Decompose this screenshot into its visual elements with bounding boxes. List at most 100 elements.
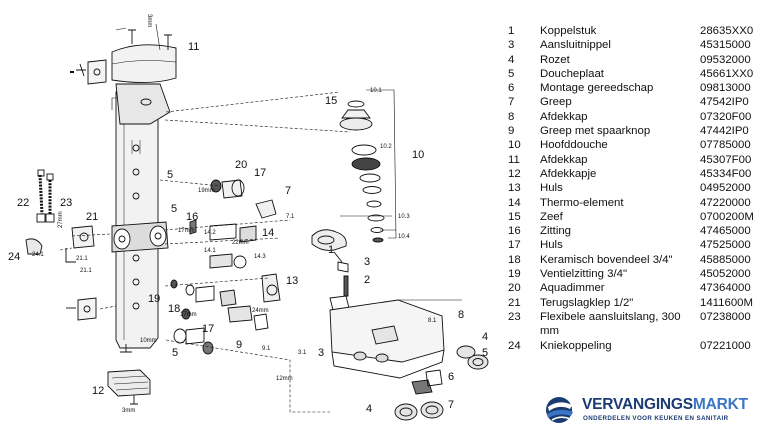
- callout-10-4: 10.4: [398, 234, 410, 240]
- logo-wordmark: VERVANGINGSMARKT: [582, 396, 748, 414]
- part-name: Thermo-element: [540, 196, 624, 209]
- part-name: Greep: [540, 96, 572, 109]
- callout-10-3: 10.3: [398, 214, 410, 220]
- callout-12: 12: [92, 385, 104, 397]
- part-11-cover: [115, 23, 172, 51]
- callout-14: 14: [262, 227, 274, 239]
- exploded-view-diagram: 11 15 10.1 10.2 10 10.3 10.4 20 17 7 7.1…: [8, 14, 489, 421]
- parts-list-row: 7 Greep 47542IP0: [508, 95, 758, 109]
- callout-24-1: 24.1: [32, 252, 44, 258]
- part-22-23-hoses: [36, 169, 55, 223]
- dim-3mm-top: 3mm: [146, 14, 152, 27]
- dim-22mm: 22mm: [232, 240, 249, 246]
- part-number: 23: [508, 310, 521, 323]
- part-name: Rozet: [540, 53, 570, 66]
- part-code: 09532000: [700, 53, 751, 66]
- callout-23: 23: [60, 197, 72, 209]
- part-code: 45334F00: [700, 167, 752, 180]
- callout-21: 21: [86, 211, 98, 223]
- callout-6: 6: [448, 371, 454, 383]
- part-number: 7: [508, 96, 515, 109]
- part-valve-cartridges: [170, 179, 281, 355]
- part-name: Greep met spaarknop: [540, 125, 651, 138]
- part-number: 8: [508, 110, 515, 123]
- part-code: 47442IP0: [700, 125, 749, 138]
- callout-4-right: 4: [482, 331, 488, 343]
- part-code: 47542IP0: [700, 96, 749, 109]
- part-code: 07320F00: [700, 110, 752, 123]
- callout-7-top: 7: [285, 185, 291, 197]
- part-1-2-hand-shower: [311, 229, 351, 315]
- part-code: 07238000: [700, 310, 751, 323]
- part-name: Zeef: [540, 210, 563, 223]
- part-name: Ventielzitting 3/4": [540, 268, 627, 281]
- callout-3-bottom: 3: [318, 347, 324, 359]
- dim-10mm: 10mm: [140, 338, 157, 344]
- callout-21-1-b: 21.1: [80, 268, 92, 274]
- logo-globe-icon: [546, 397, 573, 423]
- part-name: Afdekkap: [540, 110, 588, 123]
- part-bracket-bottom: [66, 297, 97, 321]
- callout-4-bottom: 4: [366, 403, 372, 415]
- dimension-labels: 3mm 3mm 19mm 17mm 17mm 22mm 24mm 10mm 12…: [58, 14, 293, 414]
- part-code: 45307F00: [700, 153, 752, 166]
- callout-14-3: 14.3: [254, 254, 266, 260]
- part-number: 24: [508, 339, 521, 352]
- part-10-head-shower: [339, 89, 397, 243]
- callout-18: 18: [168, 303, 180, 315]
- part-name: Kniekoppeling: [540, 339, 612, 352]
- callout-1: 1: [328, 244, 334, 256]
- callout-5-bottom: 5: [172, 347, 178, 359]
- part-number: 20: [508, 282, 521, 295]
- part-number: 15: [508, 210, 521, 223]
- vervangingsmarkt-logo: VERVANGINGSMARKT ONDERDELEN VOOR KEUKEN …: [544, 395, 754, 429]
- callout-9: 9: [236, 339, 242, 351]
- part-number: 10: [508, 139, 521, 152]
- part-number: 9: [508, 125, 515, 138]
- callout-17-top: 17: [254, 167, 266, 179]
- callout-11: 11: [188, 41, 199, 53]
- part-code: 45885000: [700, 253, 751, 266]
- leader-lines: [59, 91, 351, 413]
- part-number: 13: [508, 182, 521, 195]
- dim-17mm-a: 17mm: [178, 228, 195, 234]
- callout-7-bottom-right: 7: [448, 399, 454, 411]
- dim-3mm-bottom: 3mm: [122, 408, 135, 414]
- part-name: Koppelstuk: [540, 25, 597, 37]
- callout-9-1: 9.1: [262, 346, 271, 352]
- callout-14-1: 14.1: [204, 248, 216, 254]
- dim-24mm: 24mm: [252, 308, 269, 314]
- part-number: 17: [508, 239, 521, 252]
- callout-14-2: 14.2: [204, 230, 216, 236]
- callout-22: 22: [17, 197, 29, 209]
- callout-3-1: 3.1: [298, 350, 307, 356]
- part-number: 21: [508, 296, 521, 309]
- callout-15: 15: [325, 95, 337, 107]
- part-name: Zitting: [540, 225, 572, 238]
- part-8-bath-spout: [329, 299, 489, 421]
- callout-19: 19: [148, 293, 160, 305]
- logo-tagline: ONDERDELEN VOOR KEUKEN EN SANITAIR: [583, 415, 729, 422]
- part-code: 47525000: [700, 239, 751, 252]
- parts-list-row: 9 Greep met spaarknop 47442IP0: [508, 124, 758, 138]
- callout-5-b: 5: [171, 203, 177, 215]
- part-name: Afdekkapje: [540, 167, 597, 180]
- part-bracket-top: [70, 59, 107, 85]
- callout-2: 2: [364, 274, 370, 286]
- part-number: 18: [508, 253, 521, 266]
- callout-labels: 11 15 10.1 10.2 10 10.3 10.4 20 17 7 7.1…: [8, 41, 488, 415]
- part-number: 1: [508, 25, 515, 37]
- part-name: Aquadimmer: [540, 282, 605, 295]
- part-code: 1411600M: [700, 296, 753, 309]
- part-code: 47220000: [700, 196, 751, 209]
- parts-list-row: 8 Afdekkap 07320F00: [508, 110, 758, 124]
